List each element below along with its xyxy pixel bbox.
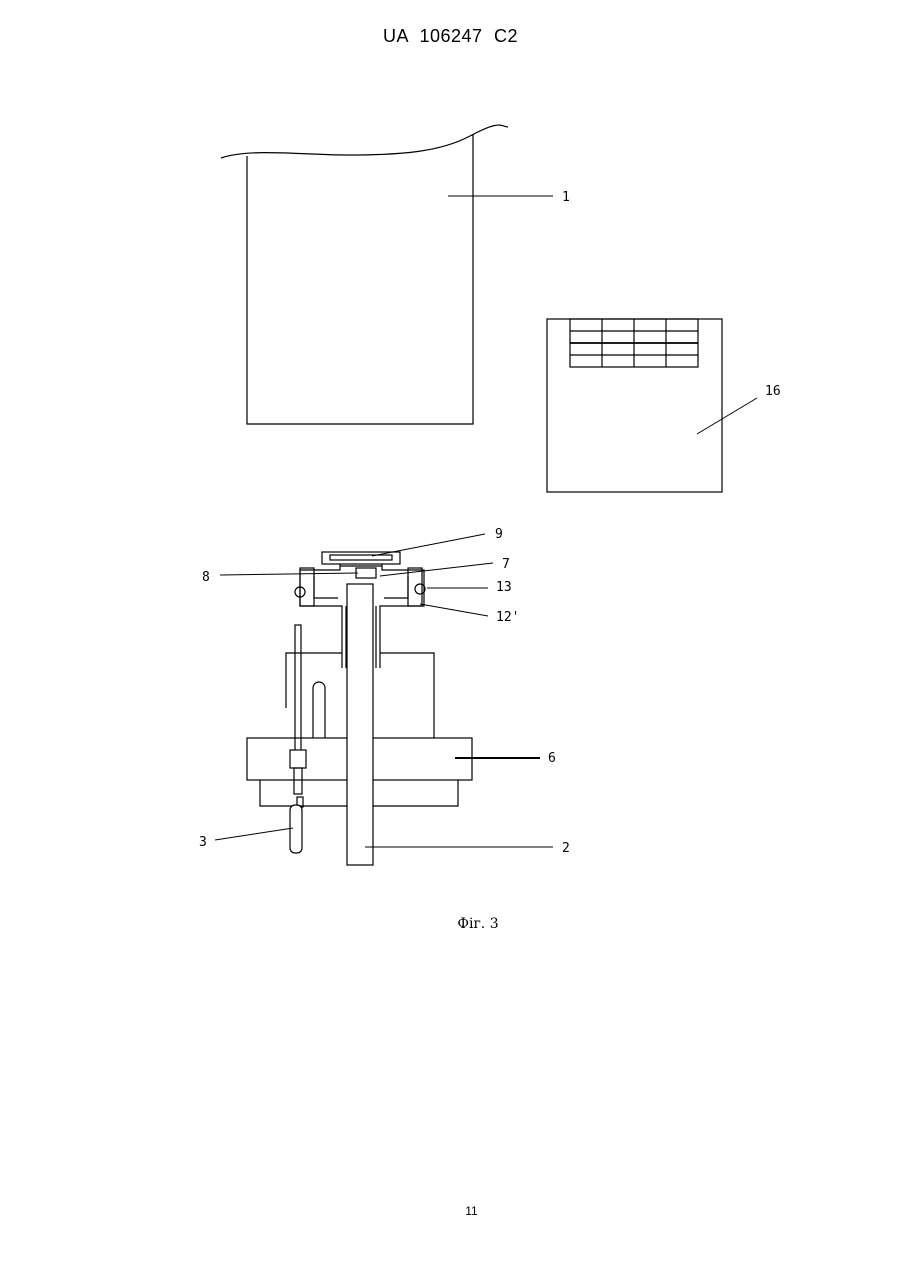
container-part-1 (221, 125, 508, 424)
label-1: 1 (562, 190, 570, 205)
part-labels: 1 16 9 7 8 13 12' 6 3 2 (199, 190, 781, 856)
label-8: 8 (202, 570, 210, 585)
label-12: 12' (496, 610, 519, 625)
label-6: 6 (548, 751, 556, 766)
display-panel-16 (547, 319, 722, 492)
figure-caption: Фіг. 3 (0, 916, 901, 932)
page-number: 11 (0, 1204, 901, 1218)
label-7: 7 (502, 557, 510, 572)
label-3: 3 (199, 835, 207, 850)
label-16: 16 (765, 384, 781, 399)
label-9: 9 (495, 527, 503, 542)
label-13: 13 (496, 580, 512, 595)
leader-lines (215, 196, 757, 847)
label-2: 2 (562, 841, 570, 856)
valve-assembly (247, 552, 472, 865)
